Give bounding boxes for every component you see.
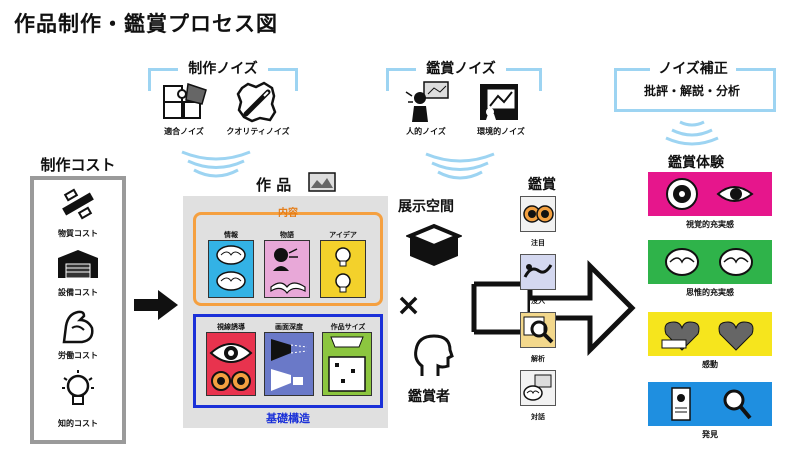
contemplative-fulfillment-label: 思惟的充実感 (686, 288, 734, 297)
appreciation-noise-group: 鑑賞ノイズ 人的ノイズ 環境的ノイズ (386, 58, 542, 150)
structure-heading: 基礎構造 (266, 412, 310, 425)
info-tile (208, 240, 254, 298)
immersion-tile (520, 254, 556, 290)
screen-depth-label: 画面深度 (275, 323, 303, 331)
production-noise-waves (181, 150, 251, 178)
attention-label: 注目 (531, 239, 545, 247)
production-noise-group: 制作ノイズ 適合ノイズ クオリティノイズ (148, 58, 298, 150)
attention-tile (520, 196, 556, 232)
noise-correction-group: ノイズ補正 批評・解説・分析 (614, 58, 776, 112)
idea-label: アイデア (329, 231, 357, 239)
environment-noise-icon (480, 84, 518, 120)
brain-dialogue-icon (523, 374, 552, 401)
emotion-label: 感動 (702, 360, 718, 369)
exhibition-box-icon (406, 223, 462, 266)
times-symbol: × (396, 288, 422, 323)
emotion-tile (648, 312, 772, 356)
story-tile (264, 240, 310, 298)
eyes-icon (523, 205, 554, 223)
viewer-label: 鑑賞者 (408, 389, 450, 405)
storyteller-icon (270, 248, 306, 294)
diver-icon (523, 264, 553, 278)
appreciation-noise-heading: 鑑賞ノイズ (416, 58, 506, 78)
production-cost-heading: 制作コスト (40, 156, 116, 174)
human-noise-label: 人的ノイズ (406, 127, 446, 136)
muscle-arm-icon (62, 310, 94, 344)
materials-icon (62, 188, 94, 220)
cost-to-work-arrow (134, 290, 178, 320)
person-noise-icon (405, 81, 449, 122)
brain-icon (216, 245, 246, 291)
hearts-icon (661, 321, 754, 351)
magnifier-icon (523, 316, 554, 344)
idea-bulb-icon (335, 247, 351, 293)
work-size-label: 作品サイズ (330, 323, 366, 331)
experience-heading: 鑑賞体験 (668, 155, 724, 171)
discovery-label: 発見 (702, 430, 718, 439)
contemplative-fulfillment-tile (648, 240, 772, 284)
quality-noise-label: クオリティノイズ (226, 127, 290, 136)
brains-icon (665, 248, 753, 276)
cracked-frame-icon (236, 81, 277, 123)
labor-cost-label: 労働コスト (58, 351, 98, 360)
fit-noise-label: 適合ノイズ (164, 127, 204, 136)
appreciation-noise-waves (425, 152, 495, 180)
material-cost-label: 物質コスト (58, 229, 98, 238)
idea-tile (320, 240, 366, 298)
analysis-label: 解析 (531, 355, 545, 363)
content-heading: 内容 (278, 208, 298, 219)
gaze-guidance-tile (206, 332, 256, 396)
dialogue-tile (520, 370, 556, 406)
visual-fulfillment-tile (648, 172, 772, 216)
work-size-tile (322, 332, 372, 396)
puzzle-icon (163, 82, 207, 119)
size-icon (328, 336, 366, 392)
depth-icon (271, 339, 308, 391)
noise-correction-waves (665, 120, 719, 146)
intellectual-cost-label: 知的コスト (58, 419, 98, 428)
gaze-guidance-label: 視線誘導 (217, 323, 245, 331)
exhibition-space-label: 展示空間 (398, 199, 454, 215)
head-icon (414, 334, 454, 376)
analysis-tile (520, 312, 556, 348)
picture-icon (308, 172, 336, 192)
environmental-noise-label: 環境的ノイズ (477, 127, 525, 136)
dialogue-label: 対話 (531, 413, 545, 421)
noise-correction-heading: ノイズ補正 (650, 58, 736, 78)
building-icon (58, 250, 98, 279)
discovery-icon (671, 387, 752, 421)
equipment-cost-label: 設備コスト (58, 288, 98, 297)
process-arrows (471, 259, 636, 357)
story-label: 物語 (280, 231, 294, 239)
eye-icon (209, 343, 253, 391)
target-eye-icon (666, 178, 754, 210)
diagram-title: 作品制作・鑑賞プロセス図 (14, 12, 278, 36)
lightbulb-icon (62, 370, 94, 405)
screen-depth-tile (264, 332, 314, 396)
discovery-tile (648, 382, 772, 426)
work-heading: 作 品 (256, 176, 292, 194)
noise-correction-subtitle: 批評・解説・分析 (643, 84, 740, 98)
immersion-label: 没入 (531, 297, 545, 305)
production-noise-heading: 制作ノイズ (178, 58, 268, 78)
appreciation-heading: 鑑賞 (528, 177, 556, 193)
info-label: 情報 (224, 231, 238, 239)
visual-fulfillment-label: 視覚的充実感 (686, 220, 734, 229)
